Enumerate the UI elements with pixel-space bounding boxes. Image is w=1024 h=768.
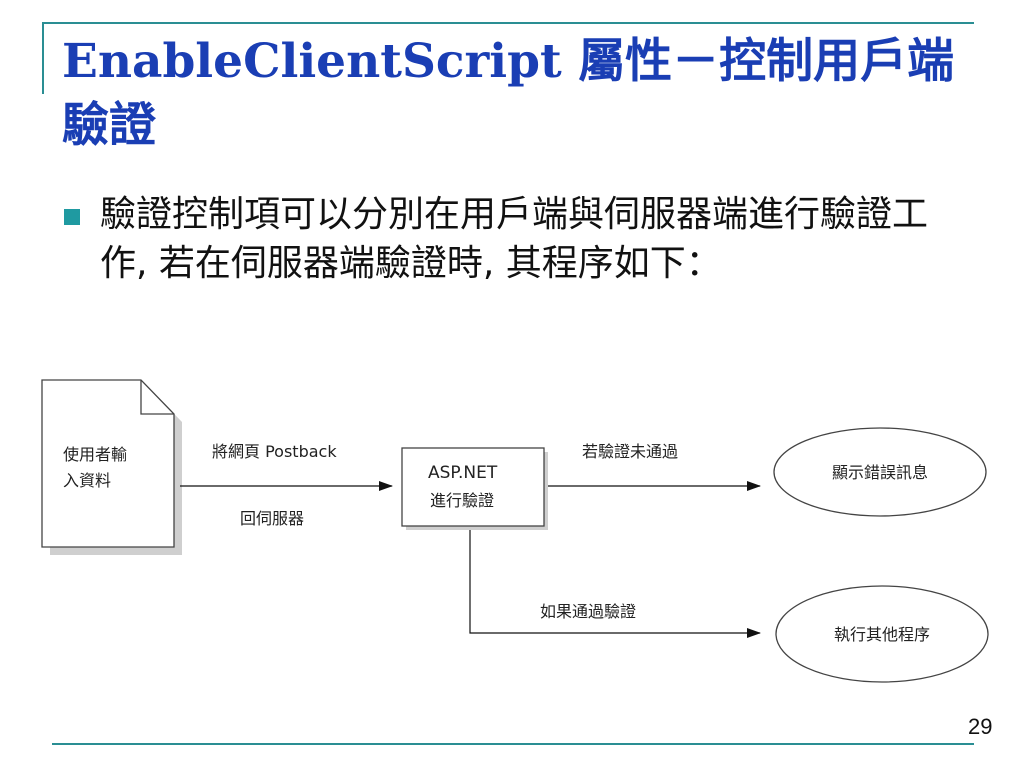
slide-title: EnableClientScript 屬性－控制用戶端驗證 (62, 34, 955, 153)
fail-label: 若驗證未通過 (582, 442, 678, 461)
bullet-square-icon (64, 209, 80, 225)
process-label-line2: 進行驗證 (430, 491, 494, 510)
bullet-text: 驗證控制項可以分別在用戶端與伺服器端進行驗證工作, 若在伺服器端驗證時, 其程序… (100, 194, 929, 284)
top-rule (42, 22, 974, 24)
pass-label: 如果通過驗證 (540, 602, 636, 621)
pass-arrow (469, 530, 761, 638)
document-shape (41, 379, 182, 555)
page-number: 29 (968, 714, 993, 739)
document-label-line2: 入資料 (63, 471, 111, 490)
postback-sublabel: 回伺服器 (240, 509, 304, 528)
left-rule (42, 22, 44, 94)
postback-label: 將網頁 Postback (212, 442, 337, 461)
fail-result-label: 顯示錯誤訊息 (832, 463, 928, 482)
process-box (401, 447, 548, 530)
bottom-rule (52, 743, 974, 745)
fail-result-ellipse (773, 427, 987, 517)
pass-result-ellipse (775, 585, 989, 683)
document-label-line1: 使用者輸 (63, 445, 127, 464)
process-label-line1: ASP.NET (428, 463, 498, 483)
pass-result-label: 執行其他程序 (834, 625, 930, 644)
